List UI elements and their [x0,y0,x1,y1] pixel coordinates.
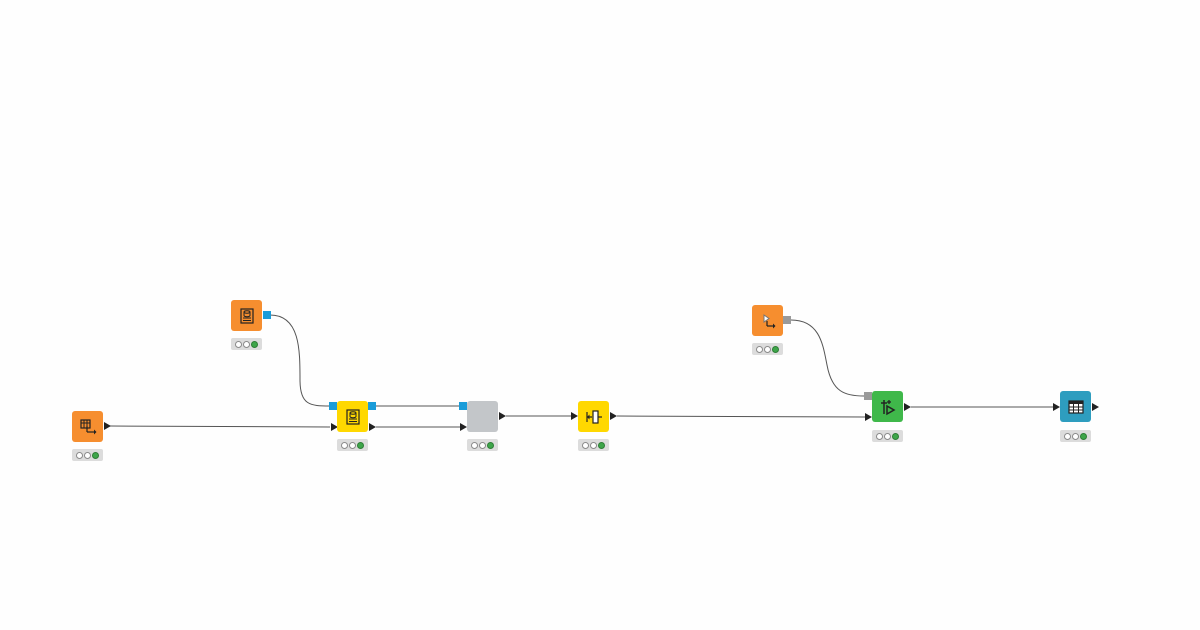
status-light-red [235,340,242,348]
status-light-yellow [884,432,891,440]
column-resizer-node[interactable] [578,401,609,432]
connection-dbconnector-to-writer[interactable] [269,314,331,407]
db-writer-status [337,439,368,451]
status-light-green [598,441,605,449]
learner-output-port[interactable] [904,403,911,411]
status-light-red [756,345,763,353]
table-view-node[interactable] [1060,391,1091,422]
metanode-output-port[interactable] [499,412,506,420]
db-writer-data-output-port[interactable] [369,423,376,431]
status-light-green [1080,432,1087,440]
table-creator-node[interactable] [72,411,103,442]
db-writer-db-output-port[interactable] [368,402,376,410]
status-light-green [92,451,99,459]
status-light-red [876,432,883,440]
status-light-green [251,340,258,348]
table-view-input-port[interactable] [1053,403,1060,411]
status-light-red [1064,432,1071,440]
column-resizer-input-port[interactable] [571,412,578,420]
tree-sparkle-icon [880,399,896,415]
learner-node[interactable] [872,391,903,422]
empty-metanode[interactable] [467,401,498,432]
status-light-yellow [764,345,771,353]
status-light-yellow [84,451,91,459]
column-split-icon [585,409,602,424]
database-document-icon [345,408,360,425]
variable-arrow-icon [763,313,775,328]
status-light-yellow [479,441,486,449]
connection-tablecreator-to-writer[interactable] [109,425,331,428]
db-connector-status [231,338,262,350]
status-light-green [357,441,364,449]
learner-variable-input-port[interactable] [864,392,872,400]
connection-variable-to-learner[interactable] [790,319,865,397]
table-creator-output-port[interactable] [104,422,111,430]
learner-data-input-port[interactable] [865,413,872,421]
metanode-db-input-port[interactable] [459,402,467,410]
status-light-red [582,441,589,449]
status-light-yellow [1072,432,1079,440]
variable-creator-node[interactable] [752,305,783,336]
status-light-red [76,451,83,459]
status-light-green [892,432,899,440]
database-document-icon [239,307,254,324]
learner-status [872,430,903,442]
table-creator-status [72,449,103,461]
table-arrow-icon [79,418,96,434]
metanode-status [467,439,498,451]
status-light-green [772,345,779,353]
status-light-yellow [243,340,250,348]
column-resizer-output-port[interactable] [610,412,617,420]
status-light-red [341,441,348,449]
metanode-data-input-port[interactable] [460,423,467,431]
table-view-output-port[interactable] [1092,403,1099,411]
db-connector-node[interactable] [231,300,262,331]
column-resizer-status [578,439,609,451]
table-view-status [1060,430,1091,442]
status-light-red [471,441,478,449]
connection-resizer-to-learner[interactable] [616,415,866,418]
table-grid-icon [1067,399,1084,414]
db-writer-data-input-port[interactable] [331,423,338,431]
db-connector-output-port[interactable] [263,311,271,319]
db-table-writer-node[interactable] [337,401,368,432]
db-writer-db-input-port[interactable] [329,402,337,410]
variable-creator-status [752,343,783,355]
status-light-yellow [349,441,356,449]
status-light-green [487,441,494,449]
variable-creator-output-port[interactable] [783,316,791,324]
status-light-yellow [590,441,597,449]
